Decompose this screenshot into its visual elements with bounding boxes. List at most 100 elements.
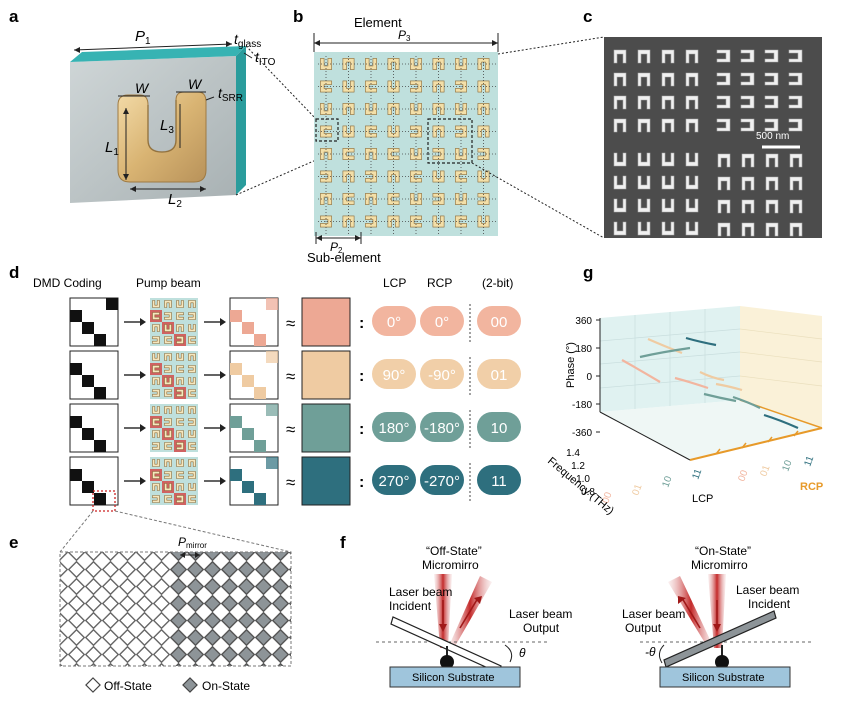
srr-icon (410, 80, 422, 93)
approx-sign: ≈ (286, 314, 295, 333)
srr-icon (152, 442, 160, 450)
sem-srr (637, 95, 651, 110)
srr-icon (410, 215, 422, 228)
pump-spot (174, 334, 186, 346)
srr-grid (318, 56, 496, 234)
frequency-tick-label: 0.8 (581, 487, 595, 498)
panel-label-g: g (583, 263, 593, 282)
code-value: 10 (491, 420, 508, 437)
phase-cell (254, 440, 266, 452)
srr-icon (455, 125, 467, 138)
srr-icon (365, 58, 377, 70)
srr-icon (164, 353, 172, 361)
srr-icon (410, 193, 422, 205)
panel-f-left: “Off-State” Micromirro Laser beam Incide… (376, 544, 572, 688)
srr-icon (164, 495, 172, 503)
sem-srr (716, 49, 731, 63)
sem-srr (788, 95, 803, 109)
rcp-tick (793, 430, 799, 437)
neg-theta-label: -θ (645, 645, 656, 659)
pump-spot (150, 469, 162, 481)
phase-tick-label: -180 (572, 400, 592, 411)
rcp-tick (767, 436, 773, 443)
sem-srr (637, 175, 651, 190)
srr-icon (152, 353, 160, 361)
phase-tick-label: 360 (575, 316, 592, 327)
srr-icon (365, 80, 377, 93)
dmd-on-cell (82, 428, 94, 440)
lcp-pill (372, 412, 416, 442)
sem-srr (613, 221, 627, 236)
srr-icon (342, 148, 355, 160)
srr-icon (188, 300, 196, 308)
rcp-axis-title: RCP (800, 481, 823, 493)
sem-srr (685, 221, 699, 236)
srr-icon (188, 312, 196, 320)
rcp-phase-value: 0° (435, 314, 449, 331)
ito-side-edge (236, 46, 246, 195)
srr-icon (176, 336, 184, 344)
srr-icon (387, 103, 400, 115)
lcp-phase-value: 180° (378, 420, 409, 437)
dmd-on-cell (94, 334, 106, 346)
srr-icon (164, 336, 172, 344)
srr-icon (152, 459, 160, 467)
off-mirror-plate (390, 616, 502, 674)
sem-srr (740, 118, 755, 132)
srr-icon (455, 170, 467, 183)
arrow-head (220, 318, 226, 326)
srr-icon (342, 170, 355, 183)
phase-swatch (301, 403, 351, 453)
lcp-tick-label: 10 (660, 474, 674, 489)
tglass-label: tglass (234, 31, 261, 50)
phase-curve (703, 392, 737, 403)
approx-sign: ≈ (286, 420, 295, 439)
rcp-tick-label: 01 (758, 463, 772, 478)
off-substrate-label: Silicon Substrate (412, 672, 495, 684)
srr-icon (477, 58, 490, 70)
srr-icon (164, 418, 172, 426)
arrow-head (140, 318, 146, 326)
srr-icon (176, 389, 184, 397)
srr-icon (365, 215, 377, 228)
sem-srr (685, 152, 699, 167)
l3-label: L3 (160, 117, 174, 136)
phase-tick-label: -360 (572, 428, 592, 439)
rcp-pill (420, 306, 464, 336)
sem-srr (685, 72, 699, 87)
srr-icon (152, 406, 160, 414)
panel-label-c: c (583, 7, 592, 26)
pump-spot (174, 493, 186, 505)
sem-srr (613, 95, 627, 110)
lcp-pill (372, 306, 416, 336)
off-state-title: “Off-State” (426, 544, 482, 558)
srr-icon (342, 80, 355, 93)
phase-coded-grid (229, 350, 279, 400)
phase-cell (242, 322, 254, 334)
lcp-phase-value: 0° (387, 314, 401, 331)
srr-icon (342, 125, 355, 138)
on-substrate-label: Silicon Substrate (682, 672, 765, 684)
panel-a-unit-cell: P1 tglass tITO W W tSRR L1 L3 L2 (70, 28, 276, 210)
incident-label-l1: Laser beam (389, 585, 452, 599)
srr-icon (188, 336, 196, 344)
head-rcp: RCP (427, 276, 452, 290)
sem-srr (741, 199, 755, 214)
srr-icon (320, 215, 332, 228)
srr-icon (455, 103, 467, 115)
arrow-head (220, 424, 226, 432)
srr-icon (387, 193, 400, 205)
phase-cell (242, 375, 254, 387)
sem-srr (661, 118, 675, 133)
srr-icon (164, 406, 172, 414)
output-label-l2: Output (523, 621, 560, 635)
code-value: 11 (491, 473, 507, 490)
on-state-mirror-array (170, 552, 291, 666)
srr-icon (176, 365, 184, 373)
p2-label: P2 (330, 240, 343, 255)
pump-spot (162, 481, 174, 493)
dmd-on-cell (70, 310, 82, 322)
sem-srr (741, 222, 755, 237)
lcp-tick-label: 11 (690, 467, 704, 481)
